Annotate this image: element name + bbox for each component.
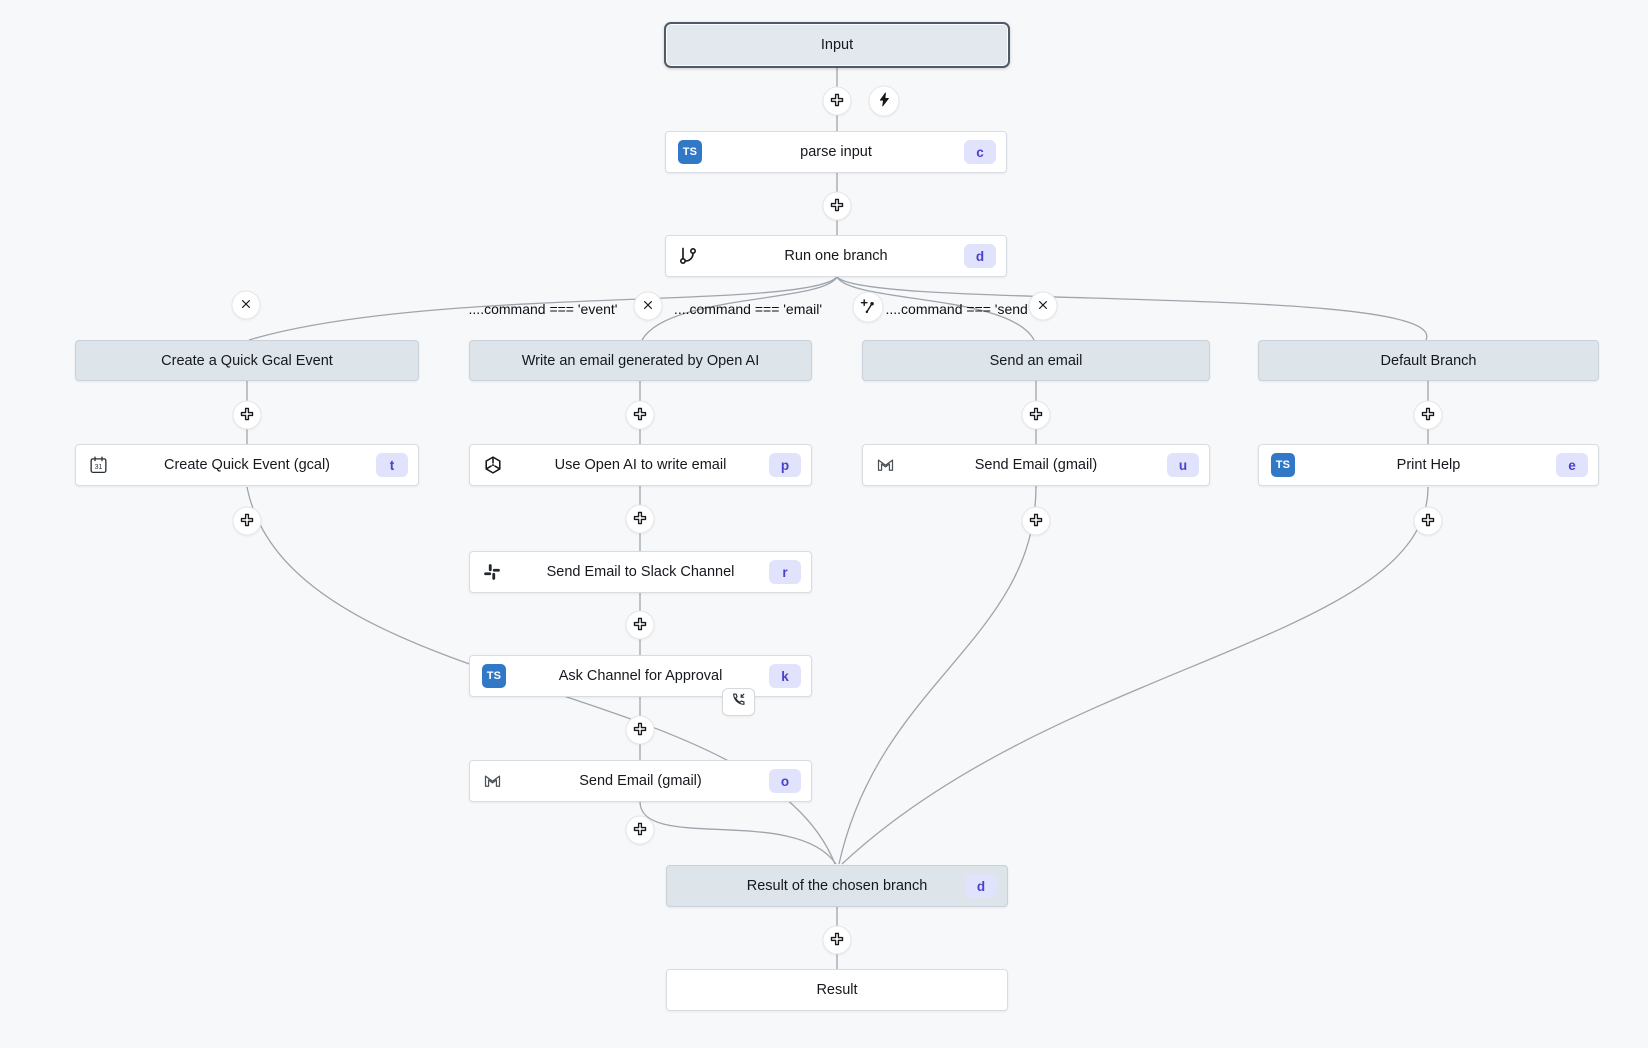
add-step-button[interactable] [1413,506,1443,536]
svg-text:31: 31 [95,464,103,471]
branch-header-write-email-openai[interactable]: Write an email generated by Open AI [469,340,812,381]
step-id-badge: r [769,560,801,584]
step-label: Send Email (gmail) [579,773,702,789]
step-id-badge: o [769,769,801,793]
step-id-badge: p [769,453,801,477]
step-node-send-email-slack-channel[interactable]: Send Email to Slack Channel r [469,551,812,593]
gmail-icon [875,455,896,476]
typescript-icon: TS [482,664,506,688]
branch-header-label: Send an email [989,352,1083,369]
plus-icon [829,91,846,111]
plus-icon [632,509,649,529]
plus-icon [632,720,649,740]
step-node-send-email-gmail[interactable]: Send Email (gmail) o [469,760,812,802]
step-label: Use Open AI to write email [554,457,727,473]
delete-branch-button[interactable] [231,290,261,320]
trigger-button[interactable] [868,85,900,117]
step-id-badge: e [1556,453,1588,477]
step-node-run-one-branch[interactable]: Run one branch d [665,235,1007,277]
plus-icon [632,615,649,635]
input-node[interactable]: Input [664,22,1010,68]
add-step-button[interactable] [232,506,262,536]
branch-header-default-branch[interactable]: Default Branch [1258,340,1599,381]
gmail-icon [482,771,503,792]
slack-icon [482,562,502,582]
plus-icon [632,405,649,425]
add-step-button[interactable] [625,815,655,845]
add-step-button[interactable] [1413,400,1443,430]
step-label: Ask Channel for Approval [558,668,723,684]
calendar-icon: 31 [88,455,109,476]
plus-icon [1420,405,1437,425]
close-icon [239,296,254,314]
plus-icon [632,820,649,840]
branch-header-label: Default Branch [1380,352,1477,369]
add-step-button[interactable] [1021,400,1051,430]
add-step-button[interactable] [822,86,852,116]
plus-icon [829,196,846,216]
step-label: Send Email to Slack Channel [546,564,735,580]
plus-icon [1420,511,1437,531]
result-node[interactable]: Result [666,969,1008,1011]
step-id-badge: c [964,140,996,164]
plus-icon [1028,405,1045,425]
typescript-icon: TS [678,140,702,164]
add-step-button[interactable] [625,610,655,640]
step-label: Print Help [1396,457,1461,473]
branch-header-create-gcal-event[interactable]: Create a Quick Gcal Event [75,340,419,381]
add-step-button[interactable] [625,715,655,745]
branch-header-label: Create a Quick Gcal Event [161,352,333,369]
step-node-create-quick-event-gcal[interactable]: 31 Create Quick Event (gcal) t [75,444,419,486]
suspend-approval-badge[interactable] [722,688,755,716]
add-branch-button[interactable] [852,291,884,323]
git-branch-icon [678,246,698,266]
step-id-badge: t [376,453,408,477]
add-step-button[interactable] [625,504,655,534]
close-icon [1036,297,1051,315]
step-node-parse-input[interactable]: TS parse input c [665,131,1007,173]
bolt-icon [876,92,892,111]
add-step-button[interactable] [822,925,852,955]
result-of-chosen-branch-node[interactable]: Result of the chosen branch d [666,865,1008,907]
add-step-button[interactable] [232,400,262,430]
step-label: parse input [800,144,872,160]
typescript-icon: TS [1271,453,1295,477]
plus-icon [239,405,256,425]
step-node-use-openai-write-email[interactable]: Use Open AI to write email p [469,444,812,486]
step-id-badge: d [965,874,997,898]
step-id-badge: u [1167,453,1199,477]
plus-icon [239,511,256,531]
add-branch-icon [859,296,878,318]
plus-icon [829,930,846,950]
step-label: Result of the chosen branch [746,878,928,894]
openai-icon [482,454,504,476]
step-label: Run one branch [784,248,888,264]
input-label: Input [820,37,854,53]
branch-header-label: Write an email generated by Open AI [521,352,760,369]
close-icon [641,297,656,315]
phone-incoming-icon [730,691,747,713]
step-id-badge: d [964,244,996,268]
step-node-send-email-gmail-2[interactable]: Send Email (gmail) u [862,444,1210,486]
branch-header-send-an-email[interactable]: Send an email [862,340,1210,381]
add-step-button[interactable] [1021,506,1051,536]
plus-icon [1028,511,1045,531]
step-label: Send Email (gmail) [974,457,1098,473]
step-node-print-help[interactable]: TS Print Help e [1258,444,1599,486]
step-label: Create Quick Event (gcal) [163,457,330,473]
add-step-button[interactable] [625,400,655,430]
delete-branch-button[interactable] [1028,291,1058,321]
delete-branch-button[interactable] [633,291,663,321]
step-node-ask-channel-for-approval[interactable]: TS Ask Channel for Approval k [469,655,812,697]
step-label: Result [816,982,858,998]
step-id-badge: k [769,664,801,688]
add-step-button[interactable] [822,191,852,221]
